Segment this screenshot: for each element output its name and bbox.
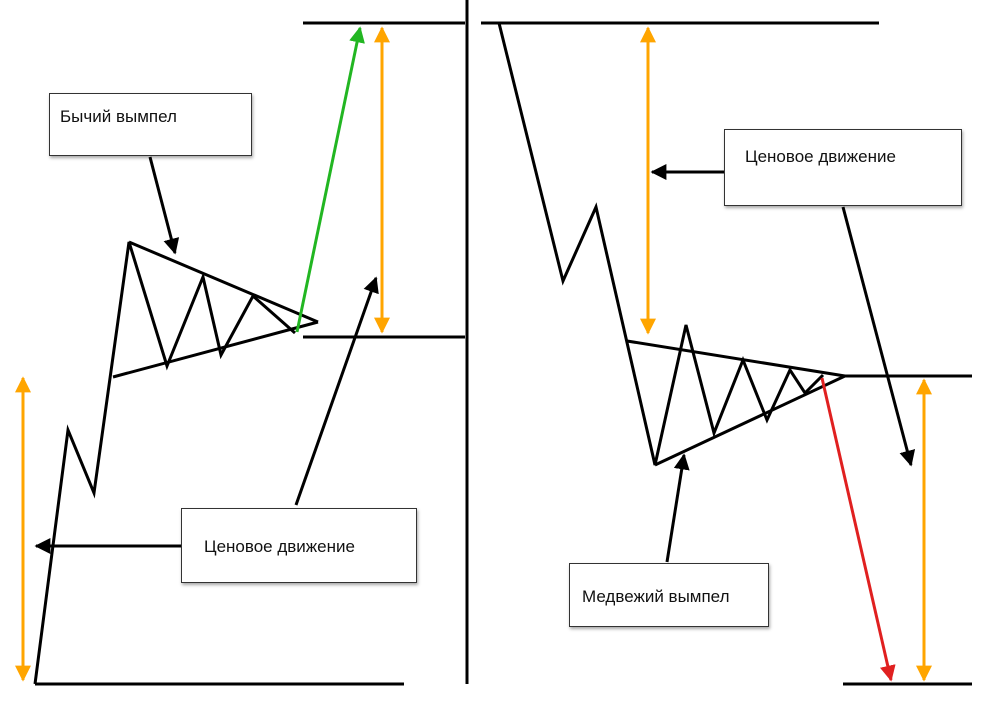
bull-pennant-lower [112,320,319,379]
price-move-label-right-text: Ценовое движение [745,147,896,166]
bear-pennant-lower [654,374,846,467]
left-price-pointer-diagonal [294,276,379,506]
price-move-label-left-text: Ценовое движение [204,537,355,556]
bear-pennant-upper [626,339,846,378]
bear-flagpole [497,22,825,466]
bear-pennant-label-text: Медвежий вымпел [582,587,730,606]
bear-pennant-group [481,21,972,686]
right-price-pointer-diagonal [841,206,916,467]
bear-pennant-label: Медвежий вымпел [569,563,769,627]
bull-label-pointer [148,156,180,255]
bull-pennant-group [33,21,465,686]
bear-label-pointer [665,453,690,563]
bull-flagpole [33,241,296,685]
bear-breakdown-arrow [820,377,896,682]
bull-breakout-arrow [295,26,365,333]
price-move-label-left: Ценовое движение [181,508,417,583]
bull-pennant-label: Бычий вымпел [49,93,252,156]
bull-pennant-upper [128,240,319,324]
bull-pennant-label-text: Бычий вымпел [60,107,177,126]
price-move-label-right: Ценовое движение [724,129,962,206]
